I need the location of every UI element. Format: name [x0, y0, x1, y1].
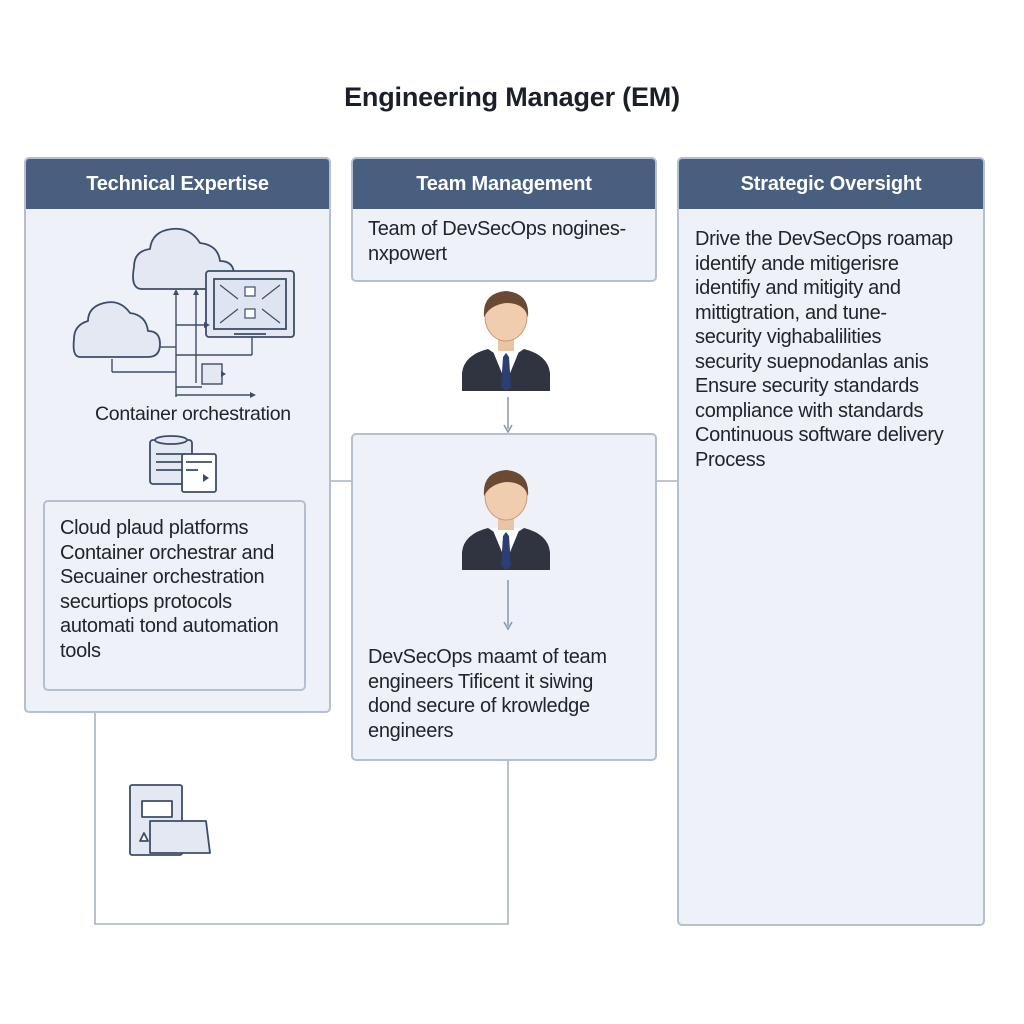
team-detail-line: engineers Tificent it siwing [368, 670, 594, 693]
bottom-connector [94, 712, 509, 925]
team-intro: Team of DevSecOps nogines- nxpowert [368, 217, 626, 266]
arrow-down-icon [503, 397, 513, 434]
infrastructure-illustration [72, 227, 295, 398]
team-management-header: Team Management [353, 159, 655, 209]
skills-box [43, 500, 306, 691]
skill-item: Cloud plaud platforms [60, 517, 249, 539]
skill-item: securtiops protocols [60, 590, 232, 613]
team-detail-line: dond secure of krowledge [368, 695, 590, 717]
skill-item: Container orchestrar and [60, 541, 275, 564]
technical-expertise-header: Technical Expertise [26, 159, 329, 209]
team-details: DevSecOps maamt of team engineers Tifice… [368, 645, 607, 743]
document-stack-icon [129, 784, 211, 856]
monitor-network-icon [205, 270, 295, 338]
strategic-lines: Drive the DevSecOps roamap identify ande… [695, 227, 953, 472]
team-detail-line: engineers [368, 719, 454, 742]
team-detail-line: DevSecOps maamt of team [368, 646, 607, 668]
strategic-line: security vighabalilities [695, 326, 882, 348]
strategic-line: mittigtration, and tune- [695, 301, 887, 324]
strategic-oversight-panel: Strategic Oversight [677, 157, 985, 926]
strategic-line: Ensure security standards [695, 375, 919, 397]
team-intro-line: nxpowert [368, 242, 447, 265]
strategic-line: Drive the DevSecOps roamap [695, 228, 953, 250]
person-icon [462, 291, 550, 391]
diagram-title: Engineering Manager (EM) [344, 82, 680, 112]
diagram-label: Container orchestration [95, 403, 291, 425]
skill-item: automati tond automation [60, 615, 279, 637]
strategic-line: identify ande mitigerisre [695, 252, 899, 275]
strategic-line: identifiy and mitigity and [695, 277, 901, 299]
strategic-oversight-header: Strategic Oversight [679, 159, 983, 209]
team-management-panel: Team Management [351, 157, 657, 282]
strategic-line: Process [695, 448, 766, 471]
strategic-line: compliance with standards [695, 399, 924, 422]
skill-item: Secuainer orchestration [60, 566, 265, 588]
skill-item: tools [60, 639, 101, 662]
database-icon [149, 435, 217, 493]
skills-list: Cloud plaud platforms Container orchestr… [60, 516, 279, 663]
cloud-icon [72, 301, 161, 358]
strategic-line: security suepnodanlas anis [695, 350, 929, 373]
team-intro-line: Team of DevSecOps nogines- [368, 218, 626, 240]
person-icon [462, 470, 550, 570]
arrow-down-icon [503, 580, 513, 631]
strategic-line: Continuous software delivery [695, 424, 944, 446]
